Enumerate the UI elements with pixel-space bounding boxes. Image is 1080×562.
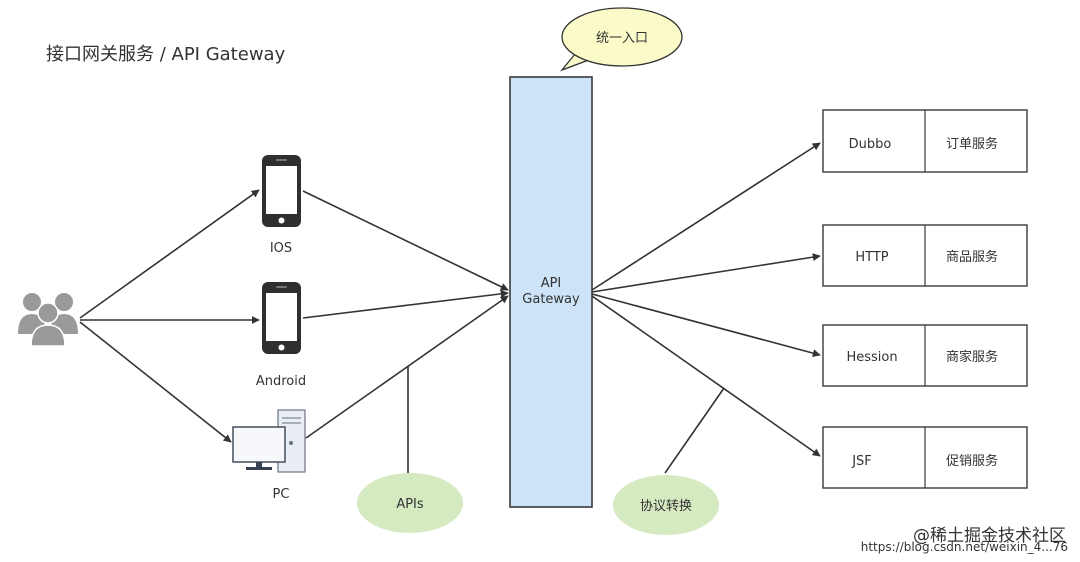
edge-pc-gateway (305, 295, 509, 439)
edge-gateway-dubbo (591, 142, 821, 291)
diagram-title: 接口网关服务 / API Gateway (46, 44, 286, 65)
service-protocol-http: HTTP (855, 250, 888, 265)
watermark-sub: https://blog.csdn.net/weixin_4...76 (861, 540, 1068, 554)
gateway-label-line2: Gateway (522, 292, 580, 307)
edge-android-gateway (302, 289, 509, 319)
protocol-label: 协议转换 (640, 499, 692, 514)
service-protocol-hession: Hession (846, 350, 897, 365)
android-smartphone-icon (262, 282, 301, 354)
client-label-ios: IOS (270, 241, 292, 256)
edge-gateway-hession (591, 293, 821, 358)
user-group-icon (18, 293, 78, 347)
callout-unified-entry: 统一入口 (559, 7, 683, 72)
apis-bubble: APIs (357, 473, 463, 533)
service-protocol-jsf: JSF (851, 454, 872, 469)
service-hession: Hession 商家服务 (822, 324, 1028, 387)
api-gateway-node: API Gateway (509, 76, 593, 508)
edge-users-ios (79, 189, 260, 319)
service-name-promotion: 促销服务 (946, 453, 998, 469)
protocol-conversion-bubble: 协议转换 (613, 475, 719, 535)
service-name-product: 商品服务 (946, 249, 998, 265)
pc-desktop-computer-icon (232, 409, 306, 473)
ios-smartphone-icon (262, 155, 301, 227)
service-name-merchant: 商家服务 (946, 349, 998, 365)
service-dubbo: Dubbo 订单服务 (822, 109, 1028, 173)
edge-ios-gateway (302, 190, 509, 291)
protocol-pointer (664, 387, 725, 474)
edge-gateway-jsf (591, 295, 821, 457)
service-http: HTTP 商品服务 (822, 224, 1028, 287)
callout-label: 统一入口 (596, 31, 648, 46)
client-label-android: Android (256, 374, 306, 389)
service-name-order: 订单服务 (946, 136, 998, 152)
service-protocol-dubbo: Dubbo (849, 137, 892, 152)
gateway-label-line1: API (541, 276, 562, 291)
apis-label: APIs (396, 497, 424, 512)
client-label-pc: PC (273, 487, 290, 502)
watermark-main: @稀土掘金技术社区 (913, 526, 1066, 546)
connectors (79, 142, 821, 474)
edge-gateway-http (591, 253, 821, 293)
edge-users-pc (79, 321, 232, 443)
service-jsf: JSF 促销服务 (822, 426, 1028, 489)
